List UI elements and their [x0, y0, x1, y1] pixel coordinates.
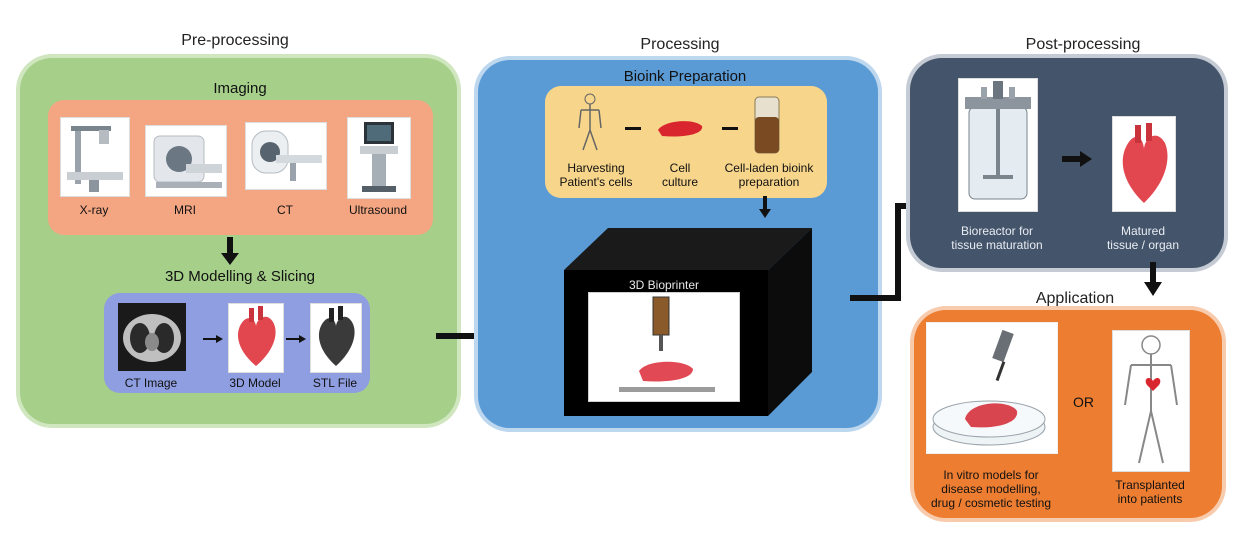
bioprinter-window [588, 292, 740, 402]
bioreactor-label-line1: Bioreactor for [960, 224, 1034, 238]
matured-label-line1: Matured [1120, 224, 1166, 238]
stl-file-label: STL File [312, 376, 358, 390]
bioprinter-label: 3D Bioprinter [628, 278, 700, 292]
ultrasound-machine-image [347, 117, 411, 199]
post-processing-title: Post-processing [1025, 36, 1141, 53]
dash-separator [722, 127, 738, 130]
pre-processing-title: Pre-processing [181, 32, 289, 49]
bioreactor-label-line2: tissue maturation [951, 238, 1043, 252]
human-body-image [575, 92, 605, 154]
dash-separator [625, 127, 641, 130]
mri-machine-image [145, 125, 227, 197]
bioink-panel [545, 86, 827, 198]
matured-heart-image [1112, 116, 1176, 212]
petri-dish-image [926, 322, 1058, 454]
ct-image-label: CT Image [124, 376, 178, 390]
transplant-label-line2: into patients [1117, 492, 1183, 506]
cell-culture-label-line1: Cell [669, 161, 691, 175]
bioink-title: Bioink Preparation [623, 68, 747, 85]
right-arrow-icon [1062, 151, 1092, 167]
processing-title: Processing [640, 36, 720, 53]
small-arrow-icon [203, 335, 223, 343]
application-title: Application [1035, 290, 1115, 307]
small-arrow-icon [286, 335, 306, 343]
down-arrow-icon [221, 237, 239, 265]
mri-label: MRI [174, 203, 196, 217]
xray-machine-image [60, 117, 130, 197]
invitro-label-line2: disease modelling, [941, 482, 1041, 496]
ct-scanner-image [245, 122, 327, 190]
invitro-label-line1: In vitro models for [943, 468, 1039, 482]
harvesting-label-line1: Harvesting [567, 161, 625, 175]
stl-heart-image [310, 303, 362, 373]
down-arrow-icon [759, 196, 771, 218]
down-arrow-icon [1144, 262, 1162, 296]
imaging-title: Imaging [213, 80, 267, 97]
bioink-prep-label-line2: preparation [738, 175, 800, 189]
human-body-transplant-image [1112, 330, 1190, 472]
bioreactor-image [958, 78, 1038, 212]
matured-label-line2: tissue / organ [1106, 238, 1180, 252]
invitro-label-line3: drug / cosmetic testing [930, 496, 1052, 510]
cell-culture-image [654, 112, 706, 142]
transplant-label-line1: Transplanted [1115, 478, 1185, 492]
bioink-prep-label-line1: Cell-laden bioink [724, 161, 814, 175]
or-text: OR [1073, 394, 1094, 410]
harvesting-label-line2: Patient's cells [559, 175, 633, 189]
bioink-vial-image [752, 95, 782, 155]
ct-label: CT [277, 203, 293, 217]
ct-slice-image [118, 303, 186, 371]
heart-model-image [228, 303, 284, 373]
xray-label: X-ray [79, 203, 109, 217]
cell-culture-label-line2: culture [661, 175, 699, 189]
3d-model-label: 3D Model [229, 376, 281, 390]
modelling-title: 3D Modelling & Slicing [164, 268, 316, 285]
ultrasound-label: Ultrasound [348, 203, 408, 217]
